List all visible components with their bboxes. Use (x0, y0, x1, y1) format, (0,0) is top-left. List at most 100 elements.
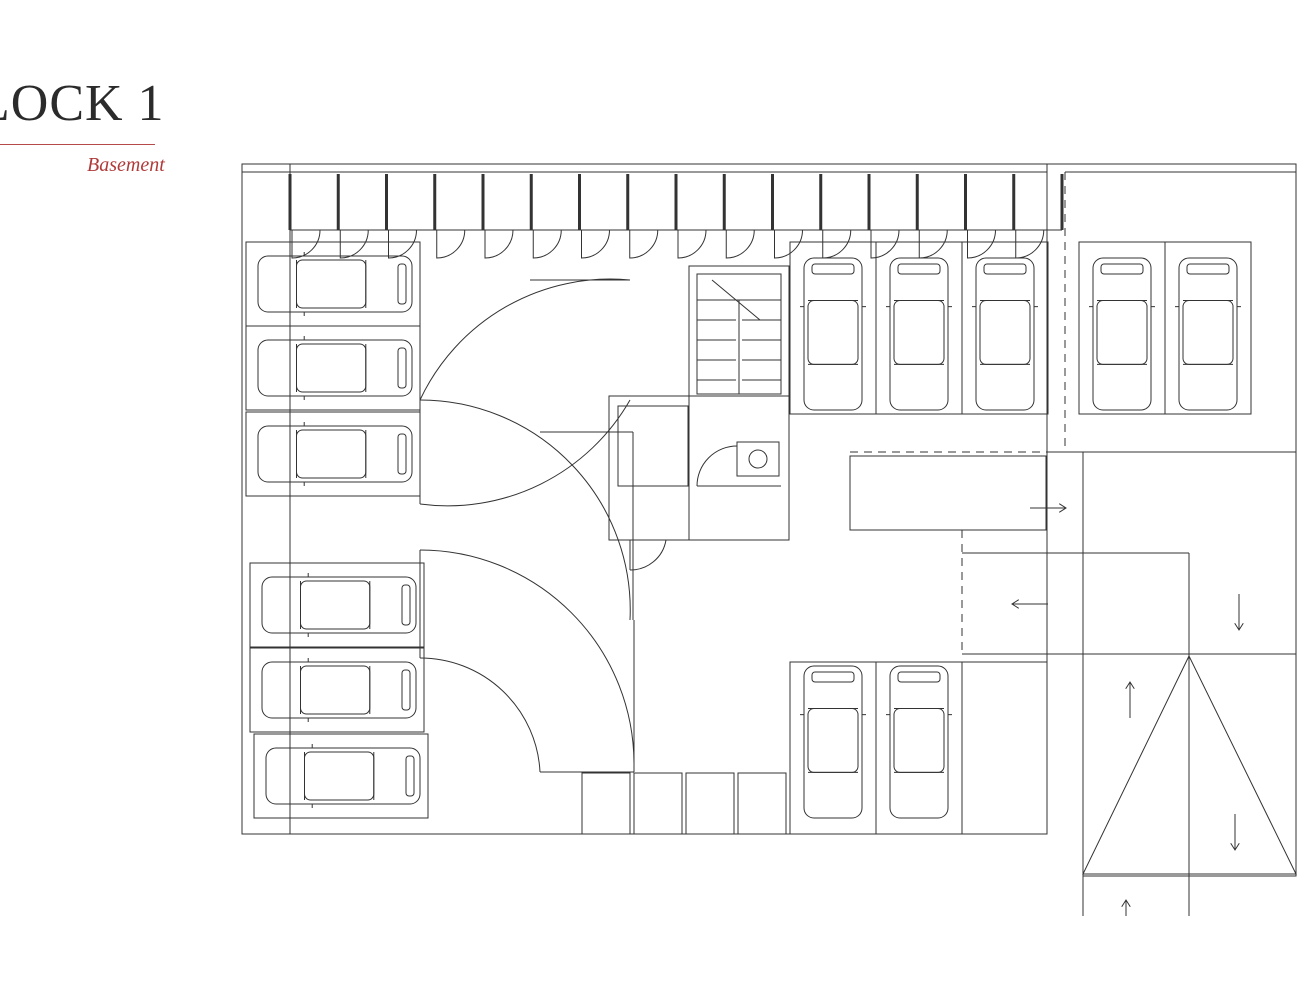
car-body (1092, 257, 1152, 411)
direction-arrow-icon (1030, 503, 1067, 513)
car-hood (897, 263, 941, 275)
car-roof (1096, 300, 1148, 365)
parking-bay (245, 411, 421, 497)
car-hood (1100, 263, 1144, 275)
turning-arc (419, 399, 631, 621)
car (800, 665, 866, 819)
car-trunk (397, 347, 407, 389)
car-body (261, 576, 417, 634)
parking-bay (875, 661, 963, 835)
arrow-head (1058, 503, 1067, 513)
storage-door-swing (484, 229, 514, 259)
arrow-head (1121, 899, 1131, 908)
car (1175, 257, 1241, 411)
turning-arc (419, 399, 631, 507)
car-body (803, 665, 863, 819)
car (886, 665, 952, 819)
turning-arc (419, 549, 635, 765)
storage-door-swing (581, 229, 610, 259)
direction-arrow-icon (1234, 594, 1244, 631)
lift-room (608, 395, 790, 541)
car-trunk (401, 669, 411, 711)
lobby-door-swing (629, 539, 667, 571)
service-door-swing (696, 445, 738, 487)
direction-arrow-icon (1121, 899, 1131, 916)
arrow-head (1125, 681, 1135, 690)
car-roof (893, 708, 945, 773)
car-trunk (397, 263, 407, 305)
car-roof (807, 708, 859, 773)
storage-door-swing (918, 229, 948, 259)
storage-door-swing (388, 229, 417, 259)
car-body (889, 257, 949, 411)
parking-bay (961, 661, 1048, 835)
car-body (889, 665, 949, 819)
lift-symbol (748, 449, 768, 469)
floor-subtitle: Basement (87, 154, 165, 176)
car-body (257, 339, 413, 397)
car (257, 336, 413, 400)
car (1089, 257, 1155, 411)
storage-box (581, 772, 631, 835)
lift-car (736, 441, 780, 477)
car-roof (893, 300, 945, 365)
parking-bay (875, 241, 963, 415)
car-roof (979, 300, 1031, 365)
parking-bay (253, 733, 429, 819)
direction-arrow-icon (1125, 681, 1135, 718)
direction-arrow-icon (1230, 814, 1240, 851)
car-body (265, 747, 421, 805)
block-title: LOCK 1 (0, 75, 165, 132)
parking-bay (961, 241, 1049, 415)
storage-box (685, 772, 735, 835)
car-roof (304, 751, 375, 801)
storage-door-swing (629, 229, 659, 259)
car-roof (296, 259, 367, 309)
car-hood (811, 263, 855, 275)
right-wing-wall (1047, 163, 1297, 877)
car-trunk (397, 433, 407, 475)
car-body (1178, 257, 1238, 411)
car-roof (296, 343, 367, 393)
title-underline (0, 144, 155, 145)
parking-bay (1164, 241, 1252, 415)
turning-arc (419, 657, 541, 773)
car (972, 257, 1038, 411)
car (257, 422, 413, 486)
arrow-head (1230, 842, 1240, 851)
ramp-triangle (1082, 654, 1297, 875)
car (265, 744, 421, 808)
car-body (803, 257, 863, 411)
parking-bay (245, 325, 421, 411)
storage-door-swing (532, 229, 562, 259)
car-body (261, 661, 417, 719)
car (800, 257, 866, 411)
car-roof (300, 580, 371, 630)
car-hood (983, 263, 1027, 275)
car-body (257, 255, 413, 313)
arrow-head (1011, 599, 1020, 609)
car (261, 573, 417, 637)
ramp-block (849, 455, 1047, 531)
storage-door-swing (677, 229, 707, 259)
car (886, 257, 952, 411)
car-trunk (405, 755, 415, 797)
parking-bay (789, 241, 877, 415)
storage-box (633, 772, 683, 835)
car-roof (807, 300, 859, 365)
car-trunk (401, 584, 411, 626)
lift-shaft (617, 405, 689, 487)
storage-door-swing (774, 229, 803, 259)
parking-bay (789, 661, 877, 835)
storage-door-swing (339, 229, 369, 259)
storage-box (737, 772, 787, 835)
stair-rail (711, 279, 761, 321)
storage-door-swing (725, 229, 755, 259)
direction-arrow-icon (1011, 599, 1048, 609)
car-body (975, 257, 1035, 411)
car (257, 252, 413, 316)
parking-bay (249, 562, 425, 648)
arrow-head (1234, 622, 1244, 631)
